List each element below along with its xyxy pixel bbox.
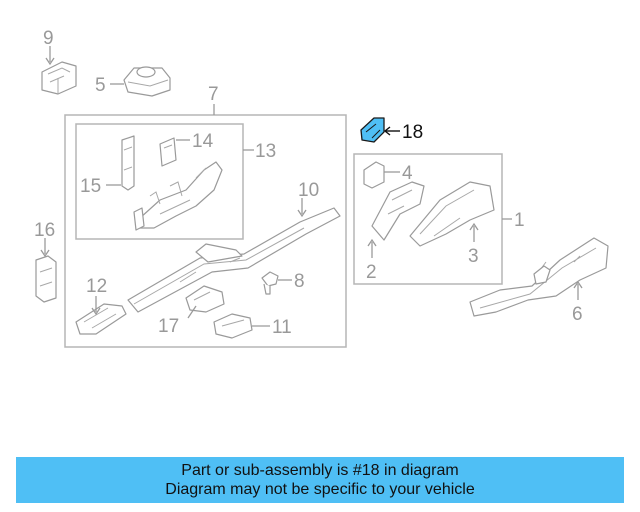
part-6[interactable] [469,237,609,317]
label-16: 16 [34,220,55,241]
part-4[interactable] [363,161,385,189]
arrow-6 [573,280,583,289]
label-10: 10 [298,180,319,201]
leader-17 [187,305,197,319]
label-14: 14 [192,131,214,152]
arrow-3 [469,222,479,231]
arrow-16 [40,249,50,258]
arrow-18 [383,126,391,136]
label-1: 1 [514,210,525,231]
subassembly-box-13 [75,123,244,240]
part-3[interactable] [409,181,495,247]
label-12: 12 [86,276,107,297]
label-5: 5 [95,75,106,96]
label-18: 18 [402,122,423,143]
part-13-assembly[interactable] [133,161,223,231]
part-9[interactable] [41,61,77,95]
label-7: 7 [208,84,219,105]
part-2[interactable] [371,181,425,241]
part-15[interactable] [121,135,135,191]
arrow-9 [45,57,55,66]
banner-line-1: Part or sub-assembly is #18 in diagram [181,462,459,479]
part-17[interactable] [185,285,225,313]
banner-line-2: Diagram may not be specific to your vehi… [165,481,475,498]
label-8: 8 [294,271,305,292]
label-11: 11 [272,317,292,338]
part-14[interactable] [159,137,177,167]
part-18-highlighted[interactable] [360,117,385,143]
arrow-10 [297,209,307,218]
arrow-2 [367,238,377,247]
part-12[interactable] [75,303,127,335]
label-13: 13 [255,141,276,162]
part-8[interactable] [261,271,279,295]
part-16[interactable] [35,255,57,303]
info-banner: Part or sub-assembly is #18 in diagram D… [16,457,624,503]
label-15: 15 [80,176,101,197]
assembly-box-7 [64,114,347,348]
part-5[interactable] [123,66,171,97]
label-9: 9 [43,28,54,49]
part-11[interactable] [213,313,253,339]
label-4: 4 [402,163,413,184]
label-2: 2 [366,262,377,283]
label-3: 3 [468,246,479,267]
label-6: 6 [572,304,583,325]
label-17: 17 [158,316,179,337]
arrow-12 [91,307,101,316]
part-10[interactable] [127,207,341,313]
